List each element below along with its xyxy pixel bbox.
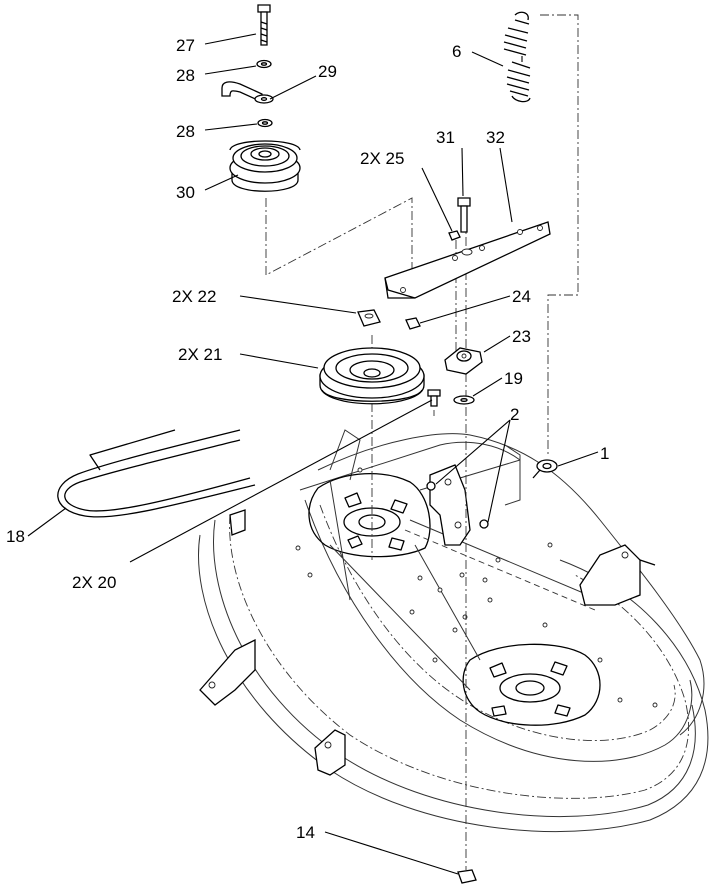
pulley [319, 347, 425, 405]
eye-bolt-and-studs [426, 459, 558, 529]
callout-18: 18 [6, 527, 25, 546]
callout-24: 24 [512, 287, 531, 306]
callout-2: 2 [510, 405, 519, 424]
callout-29: 29 [318, 62, 337, 81]
nuts [357, 230, 461, 330]
callout-14: 14 [296, 823, 315, 842]
callout-2x-25: 2X 25 [360, 149, 404, 168]
pivot-hub [427, 347, 483, 407]
callout-30: 30 [176, 183, 195, 202]
idler-pulley-assembly [221, 4, 301, 192]
callout-31: 31 [436, 128, 455, 147]
callout-2x-20: 2X 20 [72, 573, 116, 592]
callout-labels: 27 28 29 28 30 6 31 32 2X 25 2X 22 24 2X… [6, 36, 609, 842]
callout-2x-22: 2X 22 [172, 287, 216, 306]
callout-32: 32 [486, 128, 505, 147]
idler-arm [384, 221, 551, 299]
mower-deck [198, 429, 709, 833]
callout-28-upper: 28 [176, 66, 195, 85]
callout-27: 27 [176, 36, 195, 55]
callout-2x-21: 2X 21 [178, 345, 222, 364]
assembly-centerlines [265, 14, 579, 870]
leader-lines [27, 33, 599, 875]
belt [57, 429, 256, 518]
callout-23: 23 [512, 327, 531, 346]
bolt [457, 197, 471, 233]
callout-28-lower: 28 [176, 122, 195, 141]
spring [503, 11, 531, 103]
callout-19: 19 [504, 369, 523, 388]
nut [457, 869, 477, 884]
callout-1: 1 [600, 444, 609, 463]
callout-6: 6 [452, 42, 461, 61]
